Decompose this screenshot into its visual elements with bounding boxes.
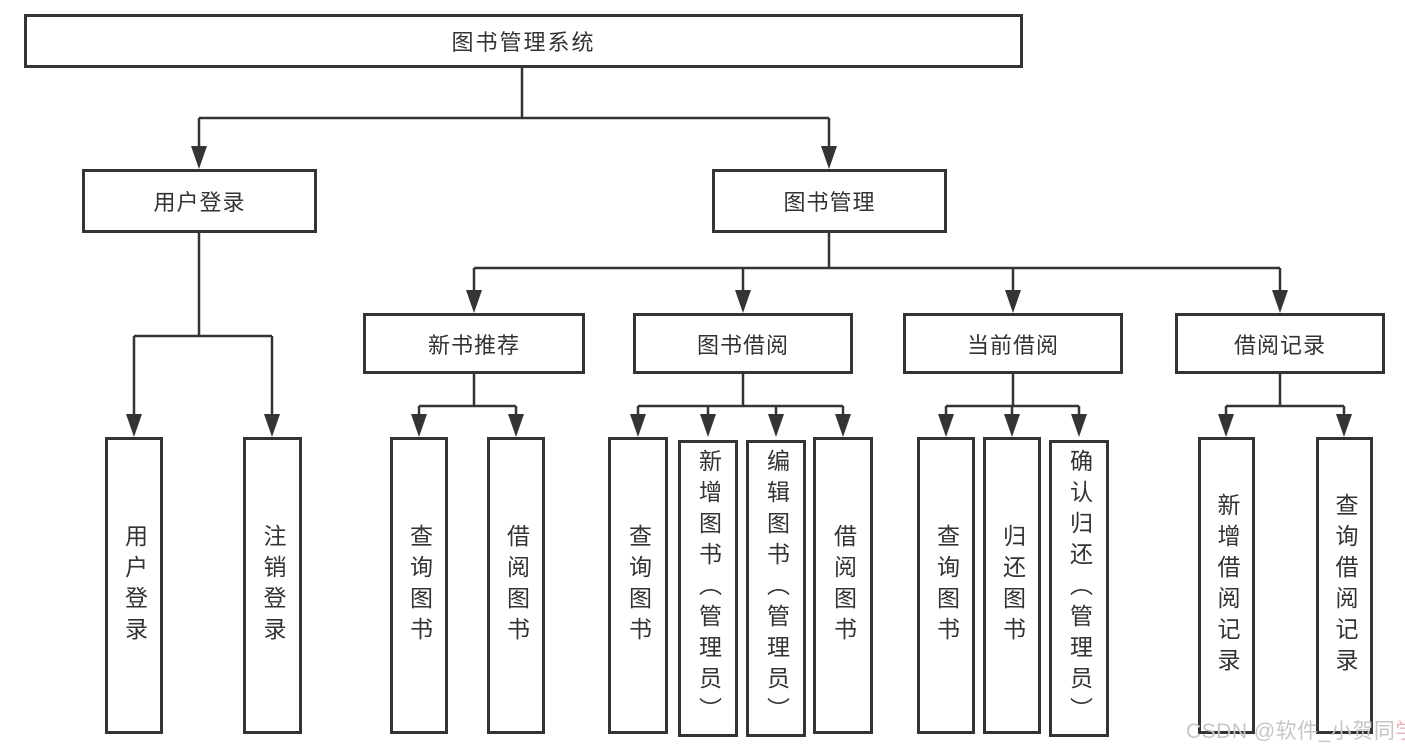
connector-borrow-record-children xyxy=(1224,374,1346,415)
node-book-borrowing: 图书借阅 xyxy=(633,313,853,374)
node-label: 归还图书 xyxy=(999,523,1026,648)
arrowhead-icon xyxy=(700,414,716,437)
node-label: 借阅记录 xyxy=(1233,332,1326,358)
arrowhead-icon xyxy=(1272,290,1288,313)
arrowhead-icon xyxy=(126,414,142,437)
node-label: 用户登录 xyxy=(121,523,148,648)
leaf-add-borrow-record: 新增借阅记录 xyxy=(1198,437,1255,734)
node-label: 编辑图书（管理员） xyxy=(763,449,790,728)
node-label: 借阅图书 xyxy=(830,523,857,648)
node-label: 注销登录 xyxy=(260,523,286,648)
leaf-logout: 注销登录 xyxy=(243,437,302,734)
node-label: 图书管理系统 xyxy=(451,30,596,55)
arrowhead-icon xyxy=(508,414,524,437)
connector-user-login-children xyxy=(132,233,274,415)
leaf-user-login: 用户登录 xyxy=(105,437,163,734)
leaf-edit-books-admin: 编辑图书（管理员） xyxy=(746,440,806,737)
arrowhead-icon xyxy=(1218,414,1234,437)
leaf-query-books-borrow: 查询图书 xyxy=(608,437,668,734)
node-label: 查询图书 xyxy=(625,523,652,648)
node-borrowing-records: 借阅记录 xyxy=(1175,313,1385,374)
node-label: 图书管理 xyxy=(783,190,876,215)
arrowhead-icon xyxy=(821,146,837,169)
node-label: 用户登录 xyxy=(153,190,246,215)
node-book-management: 图书管理 xyxy=(712,169,947,233)
connector-current-borrow-children xyxy=(944,374,1081,415)
watermark-accent-text: 学 xyxy=(1395,720,1405,743)
arrowhead-icon xyxy=(768,414,784,437)
arrowhead-icon xyxy=(191,146,207,169)
leaf-return-books: 归还图书 xyxy=(983,437,1041,734)
node-label: 查询图书 xyxy=(406,523,433,648)
arrowhead-icon xyxy=(938,414,954,437)
node-label: 新书推荐 xyxy=(427,332,520,358)
node-label: 查询借阅记录 xyxy=(1332,492,1358,679)
node-new-book-recommendation: 新书推荐 xyxy=(363,313,585,374)
node-label: 查询图书 xyxy=(933,523,960,648)
leaf-borrow-books-recommend: 借阅图书 xyxy=(487,437,545,734)
node-current-borrowing: 当前借阅 xyxy=(903,313,1123,374)
leaf-confirm-return-admin: 确认归还（管理员） xyxy=(1049,440,1109,737)
connector-book-management-children xyxy=(472,233,1282,291)
node-label: 确认归还（管理员） xyxy=(1066,449,1093,728)
leaf-borrow-books: 借阅图书 xyxy=(813,437,873,734)
csdn-watermark: CSDN @软件_小贺同学 xyxy=(1186,715,1405,745)
arrowhead-icon xyxy=(835,414,851,437)
arrowhead-icon xyxy=(1005,290,1021,313)
node-library-management-system: 图书管理系统 xyxy=(24,14,1023,68)
arrowhead-icon xyxy=(630,414,646,437)
connector-new-book-children xyxy=(417,374,518,415)
node-label: 当前借阅 xyxy=(966,332,1059,358)
node-label: 新增借阅记录 xyxy=(1214,492,1240,679)
leaf-query-borrow-record: 查询借阅记录 xyxy=(1316,437,1373,734)
arrowhead-icon xyxy=(411,414,427,437)
leaf-add-books-admin: 新增图书（管理员） xyxy=(678,440,738,737)
connector-book-borrow-children xyxy=(636,374,845,415)
arrowhead-icon xyxy=(1071,414,1087,437)
node-label: 新增图书（管理员） xyxy=(695,449,722,728)
leaf-query-books-recommend: 查询图书 xyxy=(390,437,448,734)
arrowhead-icon xyxy=(1336,414,1352,437)
arrowhead-icon xyxy=(1004,414,1020,437)
arrowhead-icon xyxy=(264,414,280,437)
node-label: 图书借阅 xyxy=(696,332,789,358)
node-label: 借阅图书 xyxy=(503,523,530,648)
connector-root-to-level2 xyxy=(197,68,831,147)
arrowhead-icon xyxy=(466,290,482,313)
leaf-query-books-current: 查询图书 xyxy=(917,437,975,734)
arrowhead-icon xyxy=(735,290,751,313)
watermark-text: CSDN @软件_小贺同 xyxy=(1186,720,1396,743)
node-user-login: 用户登录 xyxy=(82,169,317,233)
